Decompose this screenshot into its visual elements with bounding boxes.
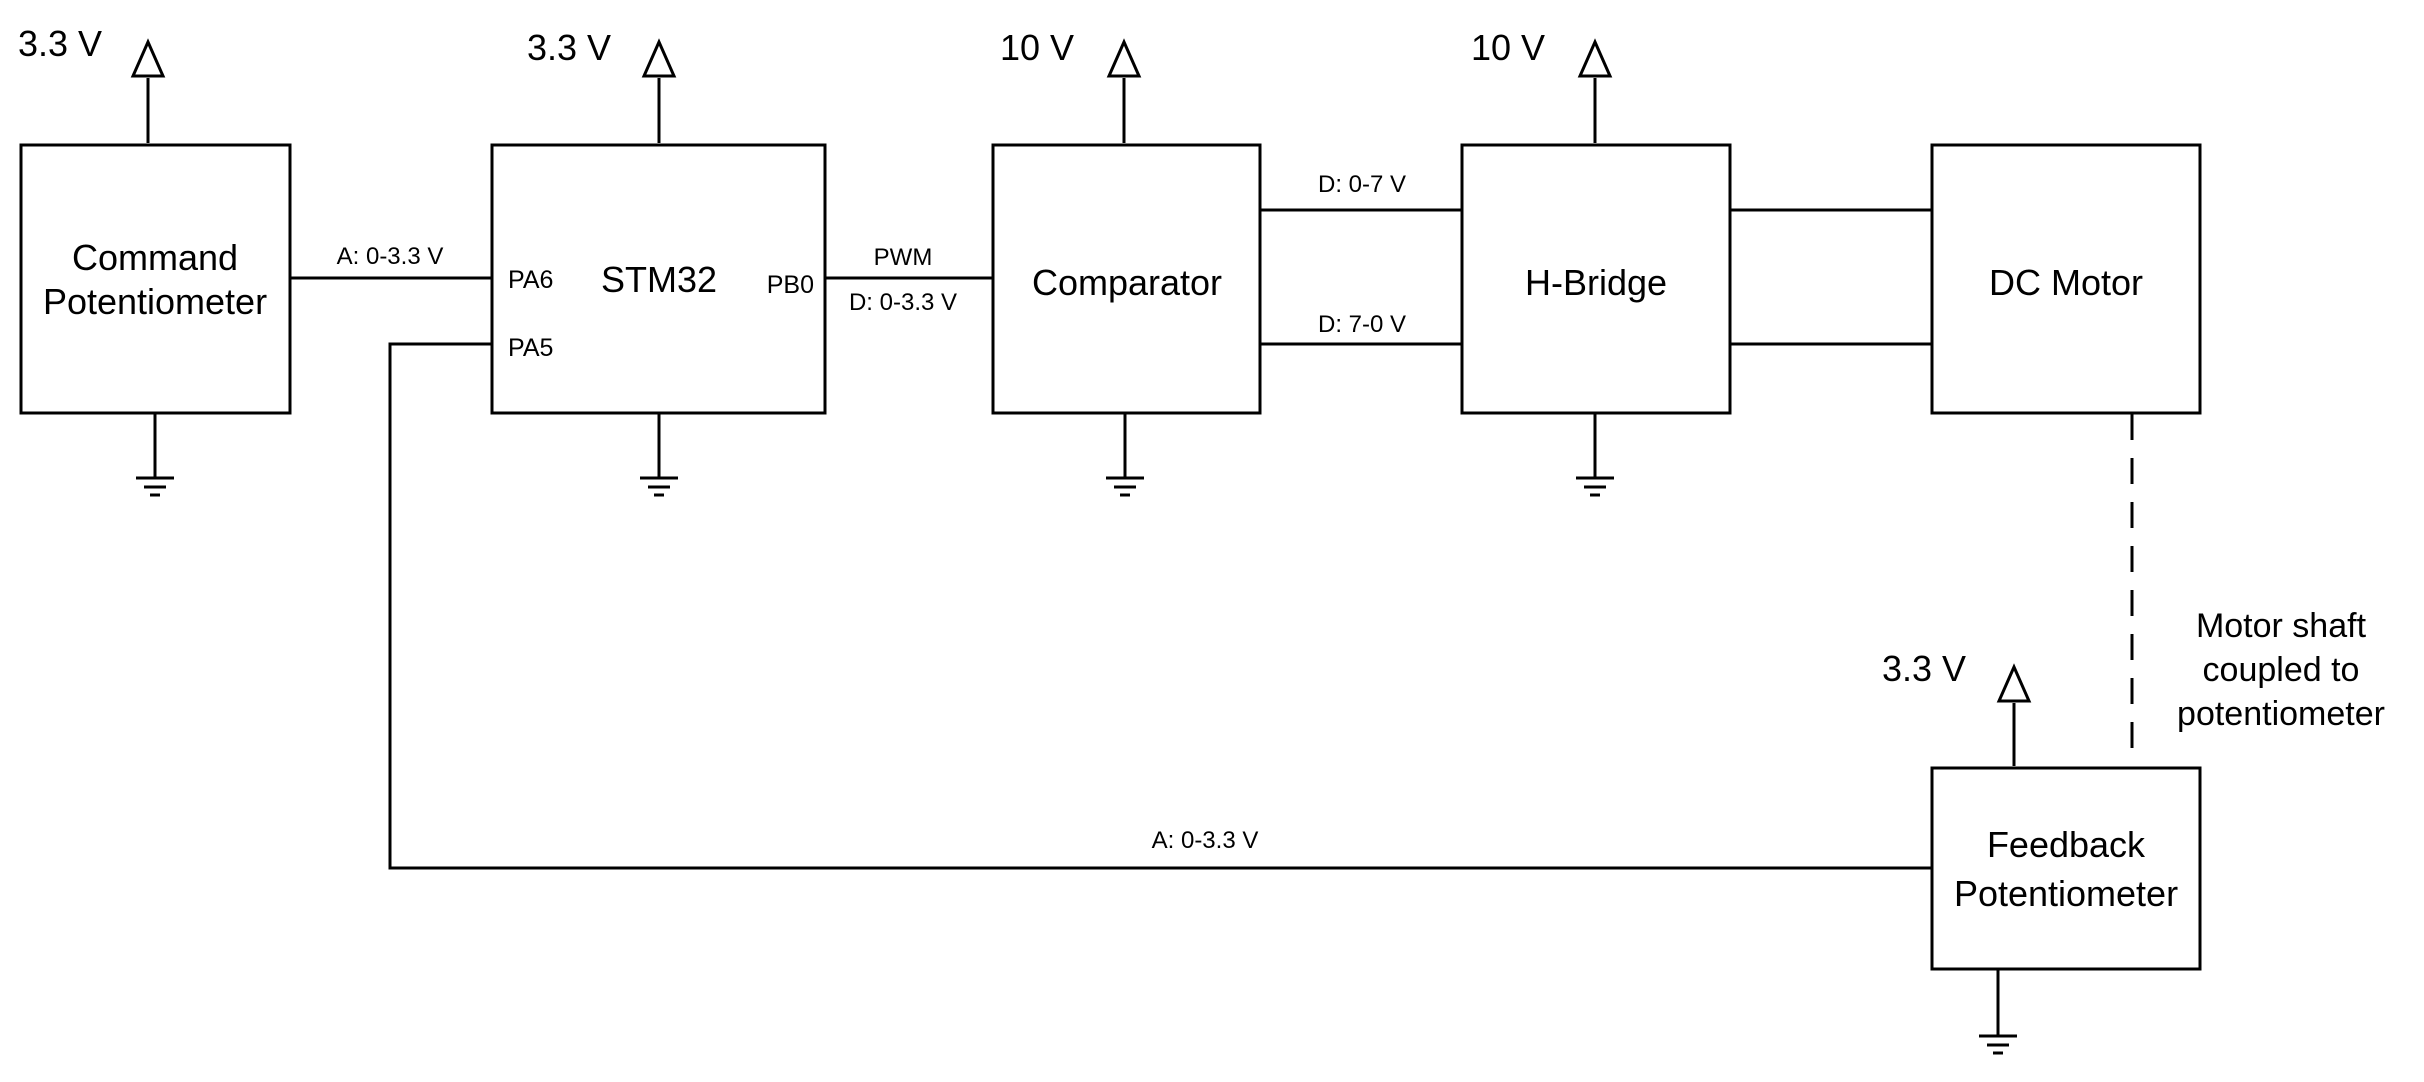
block-dc-motor: DC Motor bbox=[1930, 143, 2202, 415]
supply-arrow-icon bbox=[641, 38, 677, 78]
coupling-annotation: Motor shaft coupled to potentiometer bbox=[2177, 607, 2385, 733]
pin-label-pa6: PA6 bbox=[508, 266, 553, 294]
block-h-bridge: H-Bridge bbox=[1460, 143, 1732, 415]
annotation-line3: potentiometer bbox=[2177, 695, 2385, 733]
supply-feedback-pot: 3.3 V bbox=[1882, 648, 2032, 766]
block-label: H-Bridge bbox=[1525, 262, 1667, 303]
supply-label-comparator: 10 V bbox=[1000, 27, 1074, 68]
supply-arrow-icon bbox=[1996, 663, 2032, 703]
block-label: Comparator bbox=[1032, 262, 1222, 303]
supply-label-stm32: 3.3 V bbox=[527, 27, 611, 68]
block-label: STM32 bbox=[601, 259, 717, 300]
ground-icon bbox=[1106, 412, 1144, 497]
annotation-line1: Motor shaft bbox=[2196, 607, 2367, 645]
block-stm32: STM32 PA6 PA5 PB0 bbox=[490, 143, 827, 415]
block-label-line1: Feedback bbox=[1987, 824, 2146, 865]
block-command-potentiometer: Command Potentiometer bbox=[19, 143, 292, 415]
signal-label-feedback: A: 0-3.3 V bbox=[1152, 827, 1259, 854]
supply-stm32: 3.3 V bbox=[527, 27, 677, 143]
supply-label-feedback-pot: 3.3 V bbox=[1882, 648, 1966, 689]
ground-icon bbox=[136, 412, 174, 497]
signal-label-pwm-range: D: 0-3.3 V bbox=[849, 289, 957, 316]
block-comparator: Comparator bbox=[991, 143, 1262, 415]
annotation-line2: coupled to bbox=[2203, 651, 2360, 689]
signal-label-pwm: PWM bbox=[874, 244, 933, 271]
pin-label-pa5: PA5 bbox=[508, 334, 553, 362]
supply-command-pot: 3.3 V bbox=[18, 23, 166, 143]
supply-comparator: 10 V bbox=[1000, 27, 1142, 143]
supply-arrow-icon bbox=[130, 38, 166, 78]
supply-arrow-icon bbox=[1577, 38, 1613, 78]
block-label-line2: Potentiometer bbox=[1954, 873, 2178, 914]
ground-icon bbox=[1979, 970, 2017, 1055]
ground-icon bbox=[640, 412, 678, 497]
supply-hbridge: 10 V bbox=[1471, 27, 1613, 143]
supply-arrow-icon bbox=[1106, 38, 1142, 78]
supply-label-hbridge: 10 V bbox=[1471, 27, 1545, 68]
pin-label-pb0: PB0 bbox=[767, 271, 814, 299]
signal-label-comp-bottom: D: 7-0 V bbox=[1318, 311, 1406, 338]
supply-label-command-pot: 3.3 V bbox=[18, 23, 102, 64]
block-label-line2: Potentiometer bbox=[43, 281, 267, 322]
block-label: DC Motor bbox=[1989, 262, 2143, 303]
block-label-line1: Command bbox=[72, 237, 238, 278]
wire-feedback-to-pa5 bbox=[388, 342, 1932, 870]
signal-label-comp-top: D: 0-7 V bbox=[1318, 171, 1406, 198]
block-feedback-potentiometer: Feedback Potentiometer bbox=[1930, 766, 2202, 971]
ground-icon bbox=[1576, 412, 1614, 497]
signal-label-command: A: 0-3.3 V bbox=[337, 243, 444, 270]
